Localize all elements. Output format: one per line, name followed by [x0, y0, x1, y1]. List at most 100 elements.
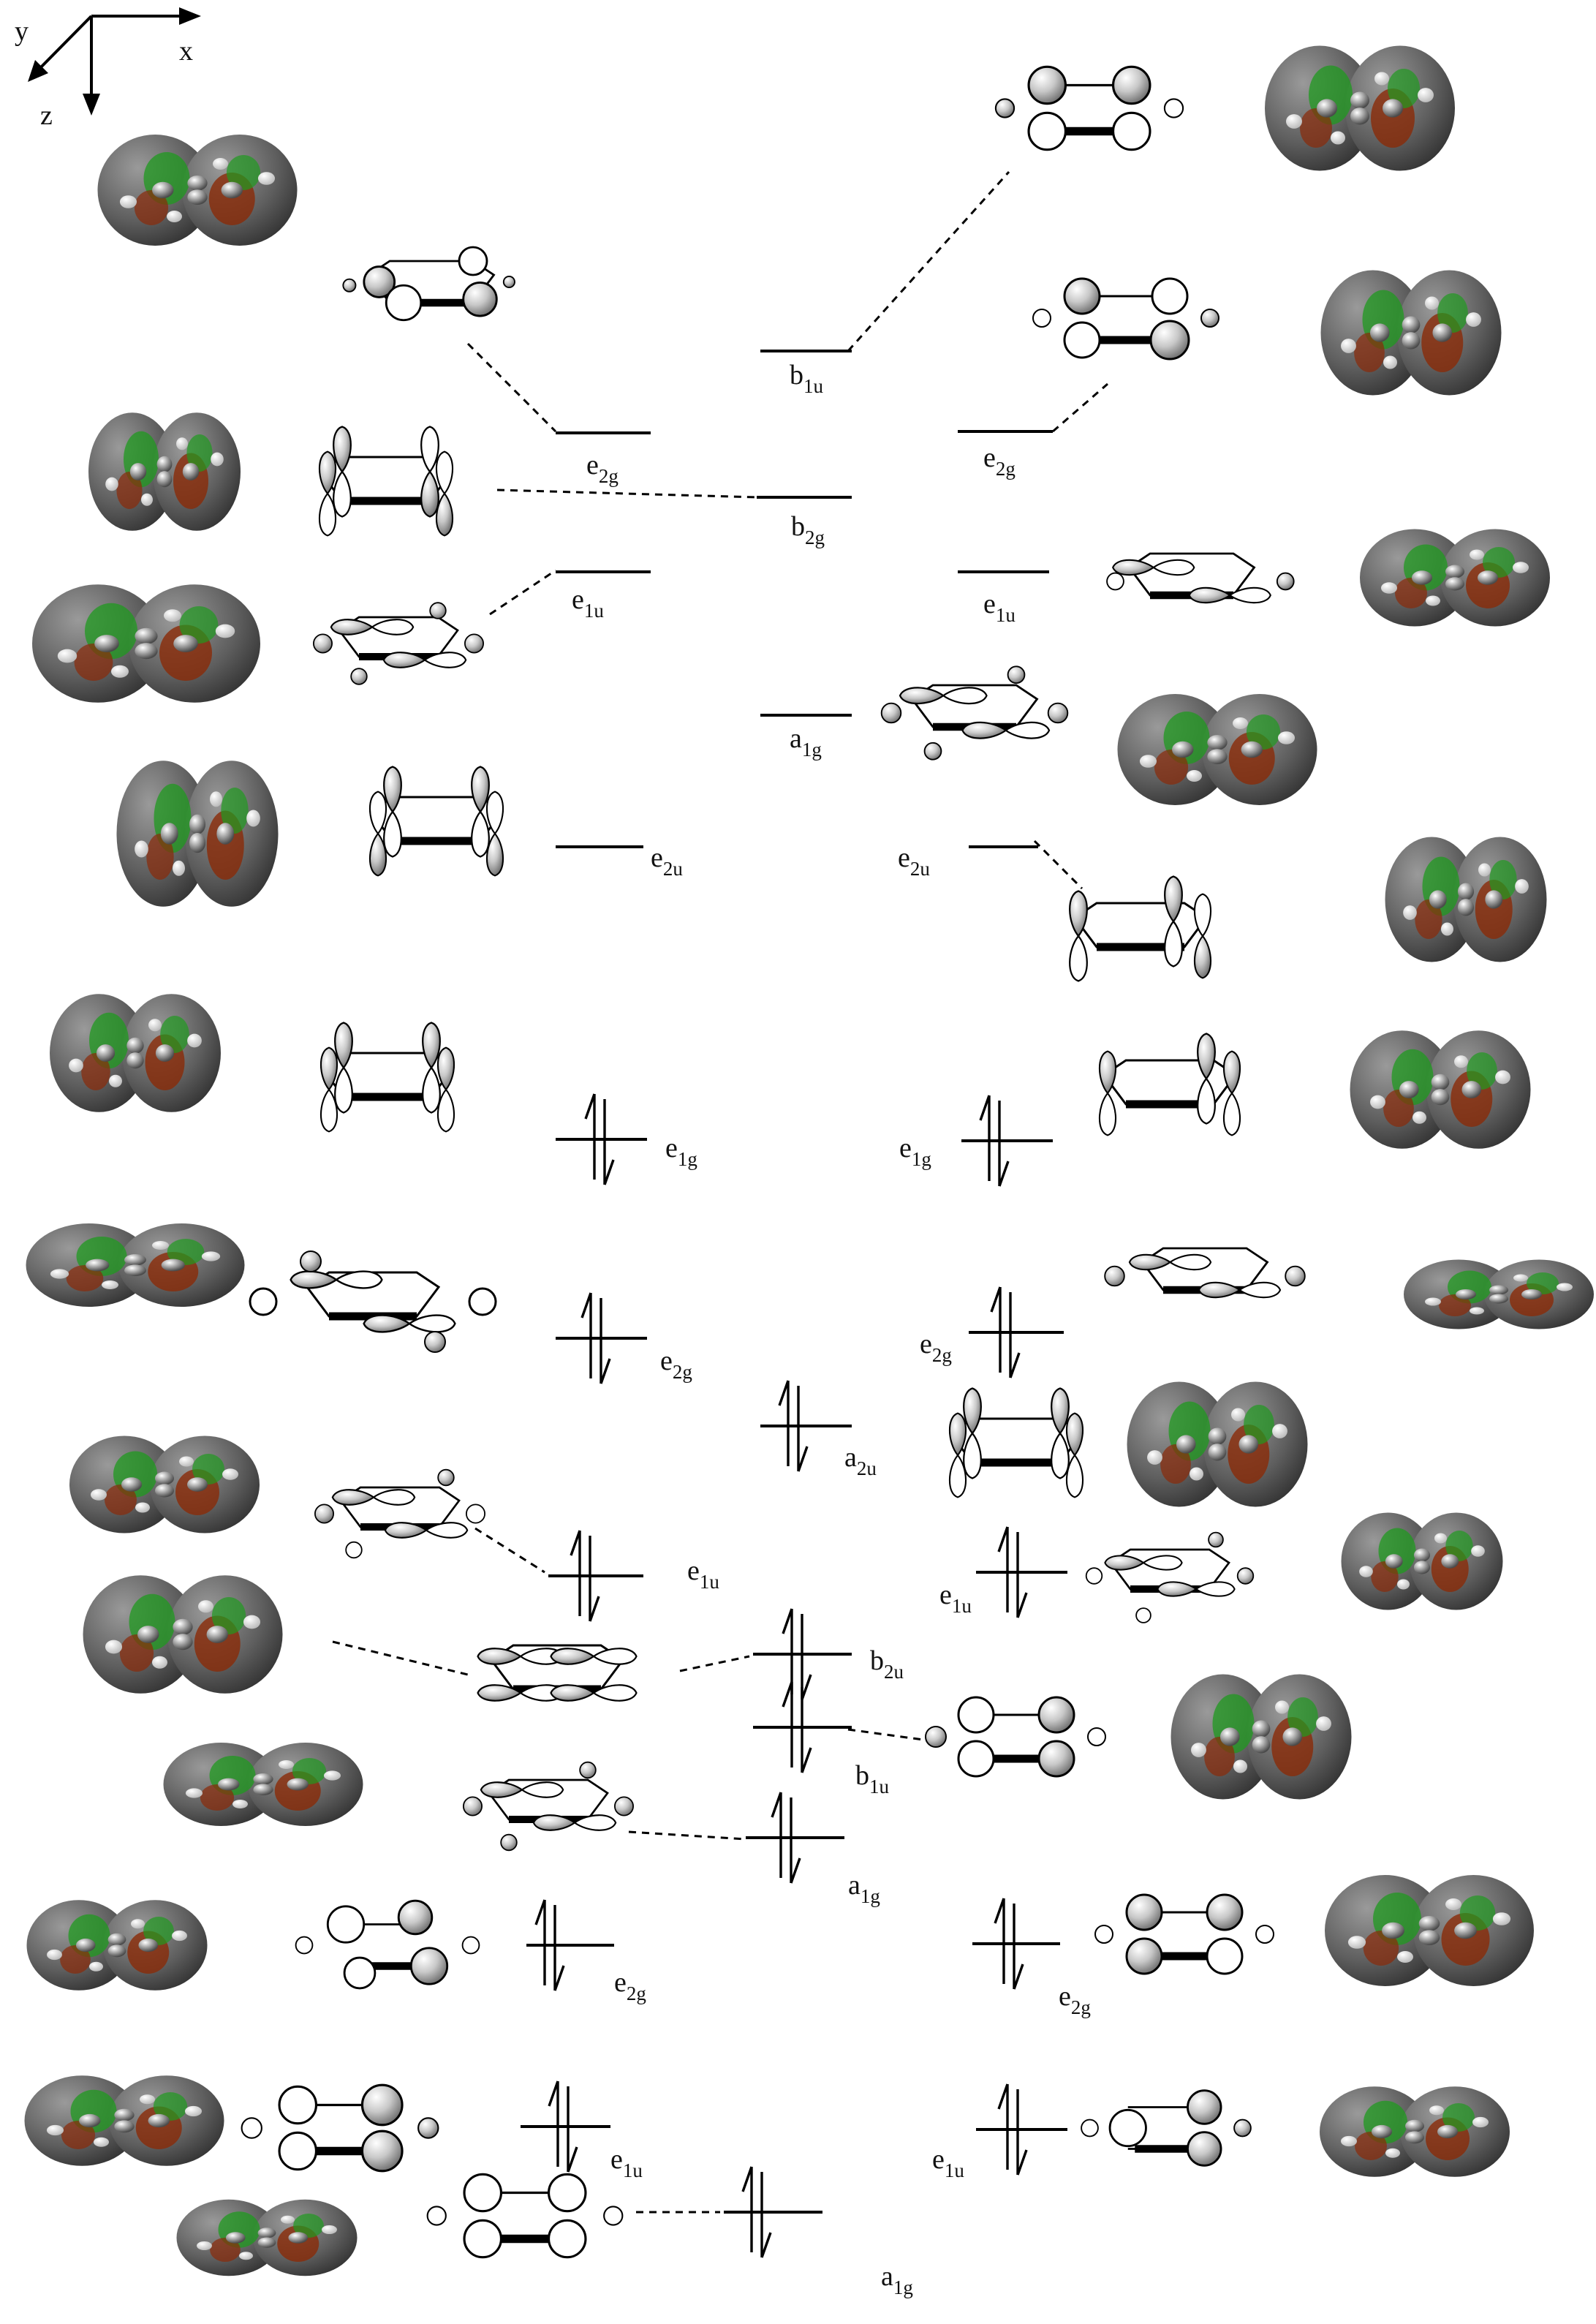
electron-pair [994, 1898, 1024, 1990]
svg-text:e2g: e2g [660, 1346, 692, 1383]
isosurface [49, 994, 221, 1112]
axis-label-x: x [179, 36, 193, 67]
level-e1u-right: e1u [958, 570, 1049, 626]
orbital-sketch-b1u-right-occ [925, 1696, 1106, 1778]
level-e2g-left-occ: e2g [556, 1337, 692, 1383]
level-b1u-center: b1u [760, 350, 852, 397]
level-e1u-right-low: e1u [932, 2128, 1067, 2181]
svg-text:e1g: e1g [899, 1133, 931, 1170]
level-a1g-bottom: a1g [724, 2211, 913, 2298]
electron-pair [741, 2166, 772, 2258]
svg-text:b2g: b2g [791, 511, 825, 548]
isosurface [26, 1900, 208, 1991]
orbital-sketch-e1u-left [312, 602, 485, 685]
axes: y x z [15, 7, 201, 131]
isosurface [1117, 694, 1317, 805]
svg-text:e2g: e2g [586, 450, 619, 487]
level-e2g-right: e2g [958, 430, 1053, 480]
svg-text:e1u: e1u [687, 1555, 719, 1593]
orbital-sketch-a1g-center [462, 1761, 635, 1852]
isosurface [1360, 529, 1550, 627]
orbital-sketch-e2g-right-occ [1104, 1248, 1306, 1299]
svg-text:e1g: e1g [665, 1133, 697, 1170]
level-e2g-right-low: e2g [972, 1942, 1091, 2018]
isosurface [1385, 837, 1547, 962]
level-a1g-center: a1g [760, 714, 852, 761]
electron-pair [997, 2083, 1028, 2176]
svg-text:e1u: e1u [939, 1580, 972, 1617]
level-e2g-left-low: e2g [526, 1944, 646, 2004]
isosurface [83, 1575, 283, 1694]
isosurface [116, 761, 279, 907]
orbital-sketch-e2g-right [1032, 277, 1219, 361]
svg-text:b1u: b1u [790, 360, 824, 397]
svg-text:a1g: a1g [790, 723, 822, 761]
correlation-lines [332, 170, 1108, 2214]
orbital-sketch-b2g [319, 426, 453, 537]
orbital-sketch-a1g-right [880, 665, 1069, 761]
isosurface [1320, 2086, 1510, 2177]
electron-pair [997, 1526, 1028, 1618]
level-b2u-center: b2u [753, 1645, 904, 1683]
svg-text:e2g: e2g [1059, 1981, 1091, 2018]
axis-label-y: y [15, 16, 29, 47]
isosurface [24, 2075, 224, 2166]
orbital-sketch-e2u-left [370, 766, 503, 877]
electron-pair [584, 1093, 615, 1185]
isosurface [1350, 1030, 1531, 1149]
orbital-sketch-e1g-right [1098, 1033, 1241, 1136]
level-e1u-left-low: e1u [521, 2125, 643, 2181]
electron-pair [778, 1380, 809, 1472]
level-b2g-center: b2g [757, 496, 852, 548]
orbital-sketch-e1u-right [1106, 554, 1295, 604]
orbital-sketch-e1u-right-low [1081, 2089, 1252, 2167]
level-e1g-left: e1g [556, 1133, 697, 1170]
electron-pair [580, 1292, 611, 1384]
electron-pairs [534, 1093, 1028, 2258]
svg-text:a1g: a1g [881, 2261, 913, 2298]
electron-pair [979, 1095, 1010, 1187]
level-e2u-left: e2u [556, 842, 683, 880]
isosurface [1404, 1259, 1594, 1329]
svg-text:e1u: e1u [983, 589, 1016, 626]
level-b1u-center-occ: b1u [753, 1726, 890, 1797]
isosurface [1341, 1512, 1503, 1610]
orbital-sketch-e1u-left-low [241, 2083, 439, 2173]
orbital-sketch-a2u-right [950, 1387, 1083, 1498]
svg-text:b1u: b1u [855, 1760, 890, 1797]
orbital-sketch-e1g-left [321, 1022, 454, 1133]
orbital-sketches [241, 65, 1306, 2259]
isosurface [97, 135, 298, 246]
level-a1g-center-occ: a1g [746, 1836, 880, 1907]
orbital-sketch-a1g-bottom [426, 2173, 624, 2259]
level-e1g-right: e1g [899, 1133, 1053, 1170]
isosurface [69, 1435, 260, 1533]
electron-pair [548, 2080, 578, 2173]
orbital-sketch-b1u-right [994, 65, 1184, 151]
isosurface [1320, 270, 1502, 396]
level-a2u-center: a2u [760, 1425, 877, 1479]
orbital-sketch-e2g-right-low [1094, 1893, 1274, 1975]
isosurface [1325, 1875, 1534, 1986]
orbital-sketch-e1u-right-occ [1085, 1531, 1255, 1623]
svg-text:e1u: e1u [932, 2144, 964, 2181]
orbital-sketch-e2g-left-occ [249, 1250, 497, 1353]
orbital-sketch-b2u [477, 1645, 638, 1702]
orbital-sketch-e2g-left-low [295, 1899, 480, 1990]
svg-text:e1u: e1u [610, 2144, 643, 2181]
isosurface [1170, 1674, 1352, 1800]
orbital-sketch-e1u-left-occ [314, 1468, 486, 1559]
level-e1u-left-occ: e1u [548, 1555, 719, 1593]
svg-text:e2g: e2g [983, 442, 1016, 480]
isosurface [1265, 45, 1455, 171]
energy-levels: e2g b1u e2g b2g e1u e1u a1g e2u [521, 350, 1091, 2298]
electron-pair [771, 1792, 801, 1884]
level-e1u-left: e1u [556, 570, 651, 622]
level-e2g-left: e2g [556, 431, 651, 487]
svg-text:e2g: e2g [614, 1967, 646, 2004]
isosurface [88, 412, 241, 531]
orbital-sketch-e2u-right [1069, 875, 1212, 982]
svg-text:e2u: e2u [651, 842, 683, 880]
isosurface [26, 1223, 245, 1307]
